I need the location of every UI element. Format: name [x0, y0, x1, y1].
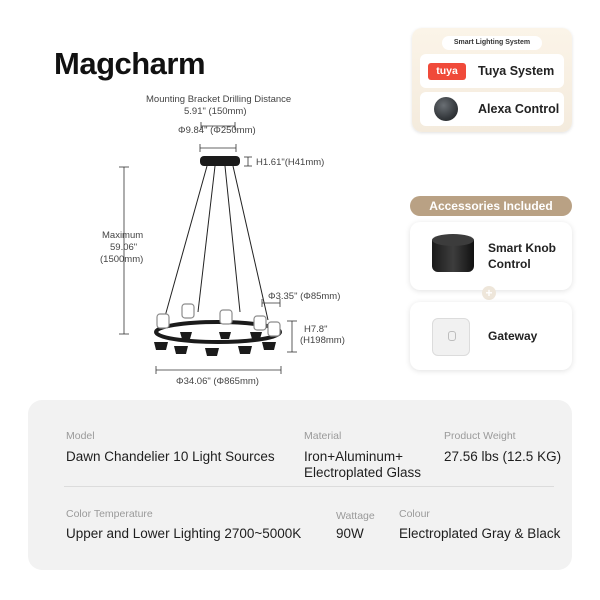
accessories-title: Accessories Included — [410, 196, 572, 216]
smart-system-card: Smart Lighting System tuya Tuya System A… — [412, 28, 572, 132]
canopy-diameter-label: Φ9.84" (Φ250mm) — [178, 125, 256, 136]
brand-logo: Magcharm — [54, 46, 206, 81]
max-height-mm: (1500mm) — [100, 254, 144, 265]
chandelier-illustration — [119, 122, 297, 374]
gateway-label: Gateway — [488, 329, 538, 343]
colour-value: Electroplated Gray & Black — [399, 526, 561, 541]
wattage-label: Wattage — [336, 510, 375, 522]
material-label: Material — [304, 430, 342, 442]
colour-label: Colour — [399, 508, 430, 520]
color-temp-value: Upper and Lower Lighting 2700~5000K — [66, 526, 302, 541]
ring-diameter-label: Φ34.06" (Φ865mm) — [176, 376, 259, 387]
gateway-icon — [432, 318, 470, 356]
spec-divider — [64, 486, 554, 487]
alexa-control-row: Alexa Control — [420, 92, 564, 126]
model-label: Model — [66, 430, 95, 442]
body-height-inches: H7.8" — [304, 324, 328, 335]
smart-knob-icon — [432, 234, 474, 278]
bracket-distance-value: 5.91" (150mm) — [184, 106, 247, 117]
canopy-height-label: H1.61"(H41mm) — [256, 157, 325, 168]
smart-knob-label-line1: Smart Knob — [488, 241, 557, 255]
tuya-logo-icon: tuya — [428, 63, 466, 80]
shade-diameter-label: Φ3.35" (Φ85mm) — [268, 291, 341, 302]
color-temp-label: Color Temperature — [66, 508, 153, 520]
alexa-control-label: Alexa Control — [478, 102, 560, 116]
smart-knob-label-line2: Control — [488, 257, 531, 271]
tuya-system-label: Tuya System — [478, 64, 555, 78]
wattage-value: 90W — [336, 526, 364, 541]
spec-panel: Model Dawn Chandelier 10 Light Sources M… — [28, 400, 572, 570]
max-height-label: Maximum — [102, 230, 144, 241]
material-value-line1: Iron+Aluminum+ — [304, 449, 404, 464]
max-height-inches: 59.06" — [110, 242, 138, 253]
accessory-gateway: Gateway — [410, 302, 572, 370]
tuya-system-row: tuya Tuya System — [420, 54, 564, 88]
plus-icon: + — [482, 286, 496, 300]
body-height-mm: (H198mm) — [300, 335, 345, 346]
accessory-smart-knob: Smart Knob Control — [410, 222, 572, 290]
bracket-distance-label: Mounting Bracket Drilling Distance — [146, 94, 292, 105]
material-value-line2: Electroplated Glass — [304, 465, 422, 480]
echo-speaker-icon — [434, 97, 458, 121]
weight-value: 27.56 lbs (12.5 KG) — [444, 449, 562, 464]
smart-system-tag: Smart Lighting System — [442, 36, 542, 50]
model-value: Dawn Chandelier 10 Light Sources — [66, 449, 275, 464]
weight-label: Product Weight — [444, 430, 516, 442]
